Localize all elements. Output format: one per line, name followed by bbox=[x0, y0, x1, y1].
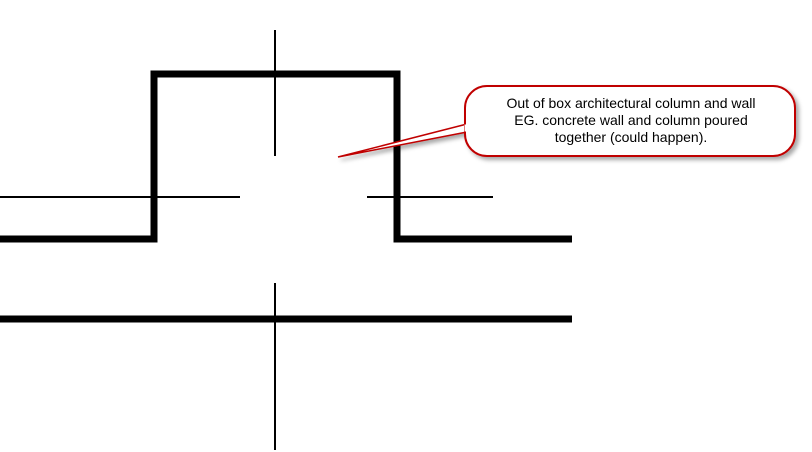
callout-bubble bbox=[337, 85, 796, 158]
callout-text: Out of box architectural column and wall… bbox=[506, 95, 756, 145]
